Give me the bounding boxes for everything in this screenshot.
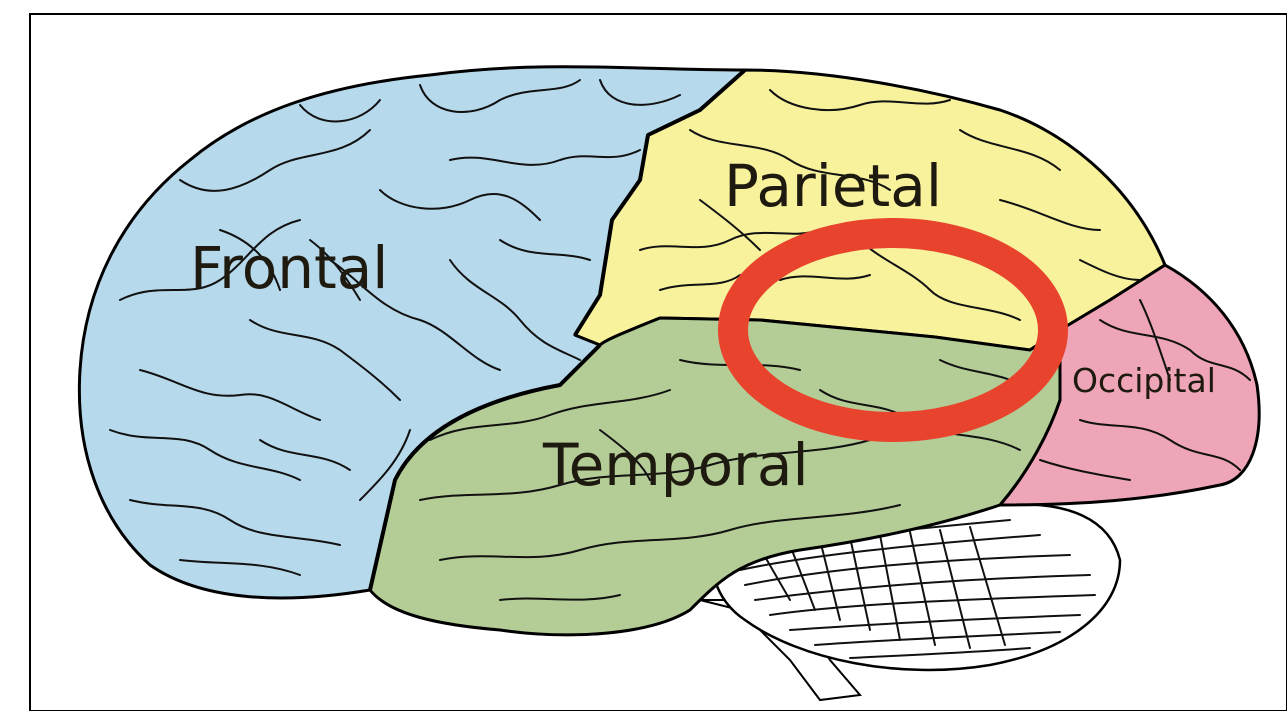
label-temporal: Temporal bbox=[542, 431, 809, 499]
label-occipital: Occipital bbox=[1072, 361, 1216, 400]
label-parietal: Parietal bbox=[724, 152, 942, 220]
label-frontal: Frontal bbox=[190, 234, 388, 302]
